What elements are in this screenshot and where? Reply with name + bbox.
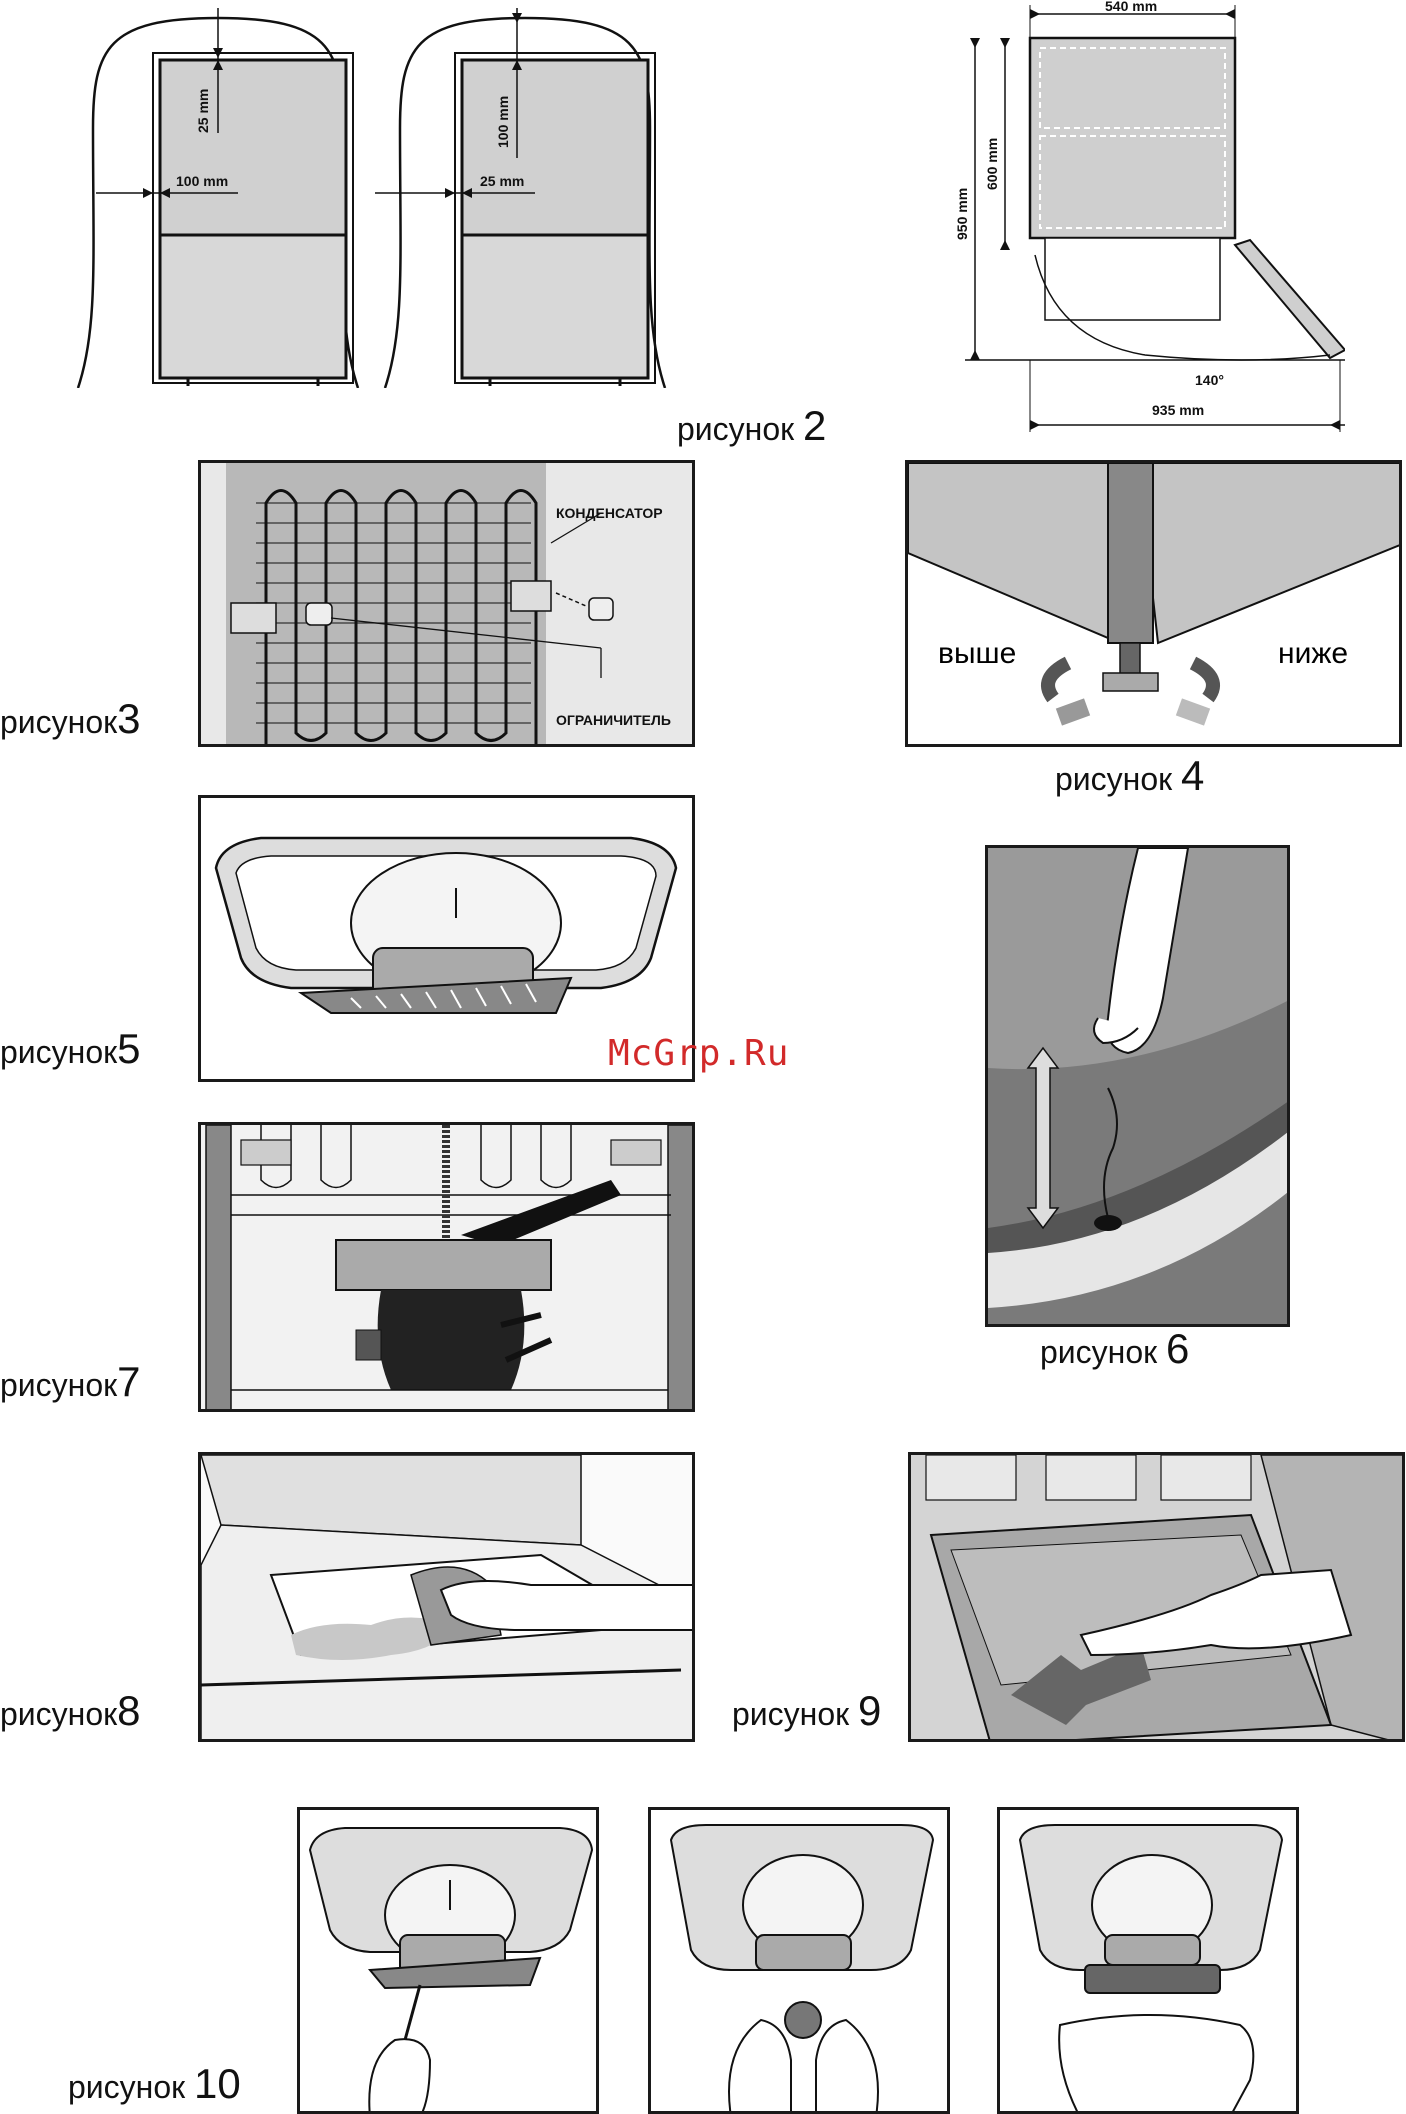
caption-number: 5	[117, 1025, 140, 1072]
dim-width: 540 mm	[1105, 0, 1157, 14]
caption-word: рисунок	[0, 1696, 117, 1732]
figure-2-door-right: 100 mm 25 mm	[375, 8, 675, 388]
caption-number: 2	[803, 402, 826, 449]
label-lower: ниже	[1278, 637, 1348, 670]
figure-6-panel	[985, 845, 1290, 1327]
label-limiter: ОГРАНИЧИТЕЛЬ	[556, 712, 671, 728]
door-left-side-gap: 100 mm	[176, 173, 228, 189]
figure-9-panel	[908, 1452, 1405, 1742]
watermark: McGrp.Ru	[608, 1033, 789, 1074]
caption-number: 7	[117, 1358, 140, 1405]
door-right-side-gap: 25 mm	[480, 173, 524, 189]
figure-4-panel: выше ниже	[905, 460, 1402, 747]
caption-number: 3	[117, 695, 140, 742]
caption-word: рисунок	[0, 1367, 117, 1403]
caption-word: рисунок	[677, 411, 794, 447]
caption-figure-4: рисунок 4	[1055, 752, 1204, 800]
caption-word: рисунок	[0, 1034, 117, 1070]
caption-figure-8: рисунок8	[0, 1687, 141, 1735]
dim-depth-open: 935 mm	[1152, 402, 1204, 418]
caption-number: 4	[1181, 752, 1204, 799]
caption-number: 6	[1166, 1325, 1189, 1372]
caption-figure-7: рисунок7	[0, 1358, 141, 1406]
caption-word: рисунок	[0, 704, 117, 740]
caption-number: 8	[117, 1687, 140, 1734]
caption-figure-2: рисунок 2	[677, 402, 826, 450]
door-left-top-gap: 25 mm	[195, 89, 211, 133]
figure-10-step-3	[997, 1807, 1299, 2114]
figure-10-step-1	[297, 1807, 599, 2114]
dim-height-upper: 600 mm	[984, 138, 1000, 190]
caption-figure-3: рисунок3	[0, 695, 141, 743]
dim-angle: 140°	[1195, 372, 1224, 388]
caption-figure-9: рисунок 9	[732, 1687, 881, 1735]
figure-2-door-left: 25 mm 100 mm	[68, 8, 368, 388]
caption-number: 9	[858, 1687, 881, 1734]
figure-2-dimensions: 540 mm 950 mm 600 mm 140° 935 mm	[945, 0, 1345, 440]
caption-word: рисунок	[1055, 761, 1172, 797]
label-higher: выше	[938, 637, 1016, 670]
label-condenser: КОНДЕНСАТОР	[556, 505, 663, 521]
caption-figure-6: рисунок 6	[1040, 1325, 1189, 1373]
door-right-top-gap: 100 mm	[495, 96, 511, 148]
caption-word: рисунок	[732, 1696, 849, 1732]
dim-height-total: 950 mm	[954, 188, 970, 240]
caption-word: рисунок	[68, 2069, 185, 2105]
caption-figure-10: рисунок 10	[68, 2060, 241, 2108]
caption-word: рисунок	[1040, 1334, 1157, 1370]
caption-figure-5: рисунок5	[0, 1025, 141, 1073]
caption-number: 10	[194, 2060, 241, 2107]
figure-10-step-2	[648, 1807, 950, 2114]
figure-7-panel	[198, 1122, 695, 1412]
figure-8-panel	[198, 1452, 695, 1742]
figure-3-panel: КОНДЕНСАТОР ОГРАНИЧИТЕЛЬ	[198, 460, 695, 747]
